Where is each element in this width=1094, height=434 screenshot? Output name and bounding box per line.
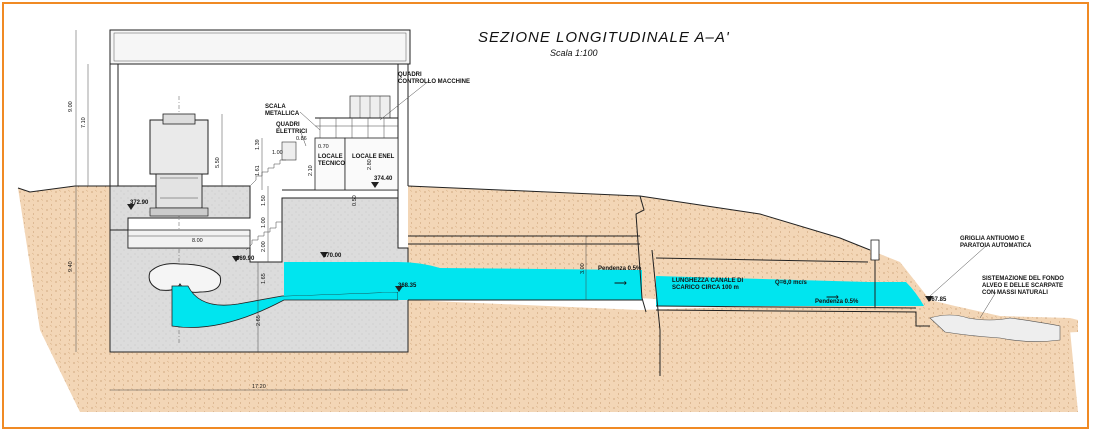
generator-unit <box>149 96 209 344</box>
dim-2-65: 2.65 <box>256 315 262 326</box>
label-locale-enel: LOCALE ENEL <box>352 154 395 160</box>
label-pendenza-1: Pendenza 0.5% <box>598 266 642 272</box>
level-370-00: 370.00 <box>323 253 342 259</box>
riprap <box>929 314 1061 342</box>
dimension-lines <box>75 30 587 391</box>
dim-8-00: 8.00 <box>192 238 203 244</box>
dim-0-86: 0.86 <box>296 136 307 142</box>
dim-1-00-a: 1.00 <box>272 150 283 156</box>
locale-enel-room <box>344 137 399 191</box>
dim-17-20: 17.20 <box>252 384 266 390</box>
ground-line-right <box>407 185 871 251</box>
flow-arrow-2: ⟶ <box>826 292 839 302</box>
level-369-90: 369.90 <box>236 256 255 262</box>
dim-5-50: 5.50 <box>215 157 221 168</box>
dim-0-70: 0.70 <box>318 144 329 150</box>
dim-9-00: 9.00 <box>68 101 74 112</box>
break-line-1 <box>635 195 647 313</box>
level-372-90: 372.90 <box>130 200 149 206</box>
level-374-40: 374.40 <box>374 176 393 182</box>
electrical-panels <box>281 141 297 161</box>
dim-2-00: 2.00 <box>261 241 267 252</box>
scale-label: Scala 1:100 <box>550 48 598 58</box>
dim-1-39: 1.39 <box>255 139 261 150</box>
roof <box>109 29 411 65</box>
dim-2-10: 2.10 <box>308 165 314 176</box>
break-line-2 <box>651 249 661 376</box>
dim-3-00: 3.00 <box>580 263 586 274</box>
ground-line-left <box>17 185 110 193</box>
level-367-85: 367.85 <box>928 297 947 303</box>
dim-0-50: 0.50 <box>352 195 358 206</box>
dim-1-00-b: 1.00 <box>261 217 267 228</box>
dim-1-65: 1.65 <box>261 273 267 284</box>
flow-arrow-1: ⟶ <box>614 278 627 288</box>
channel-water <box>398 262 642 300</box>
dim-2-80: 2.80 <box>367 159 373 170</box>
turbine-chamber <box>127 229 251 249</box>
section-title: SEZIONE LONGITUDINALE A–A' <box>478 29 730 46</box>
lower-stair <box>245 221 282 251</box>
locale-tecnico-room <box>314 137 346 191</box>
channel-water-2 <box>656 276 924 306</box>
soil-mass <box>18 186 1078 412</box>
label-pendenza-2: Pendenza 0.5% <box>815 299 859 305</box>
drawing-frame <box>2 2 1089 429</box>
tailrace-pool-water <box>284 262 398 296</box>
level-368-35: 368.35 <box>398 283 417 289</box>
label-portata: Q=6,0 mc/s <box>775 280 808 286</box>
dim-1-61: 1.61 <box>255 165 261 176</box>
dim-9-40: 9.40 <box>68 261 74 272</box>
gate-post <box>870 239 880 261</box>
dim-1-50: 1.50 <box>261 195 267 206</box>
metal-stair <box>249 159 286 187</box>
spiral-case <box>148 263 222 293</box>
dim-7-10: 7.10 <box>81 117 87 128</box>
